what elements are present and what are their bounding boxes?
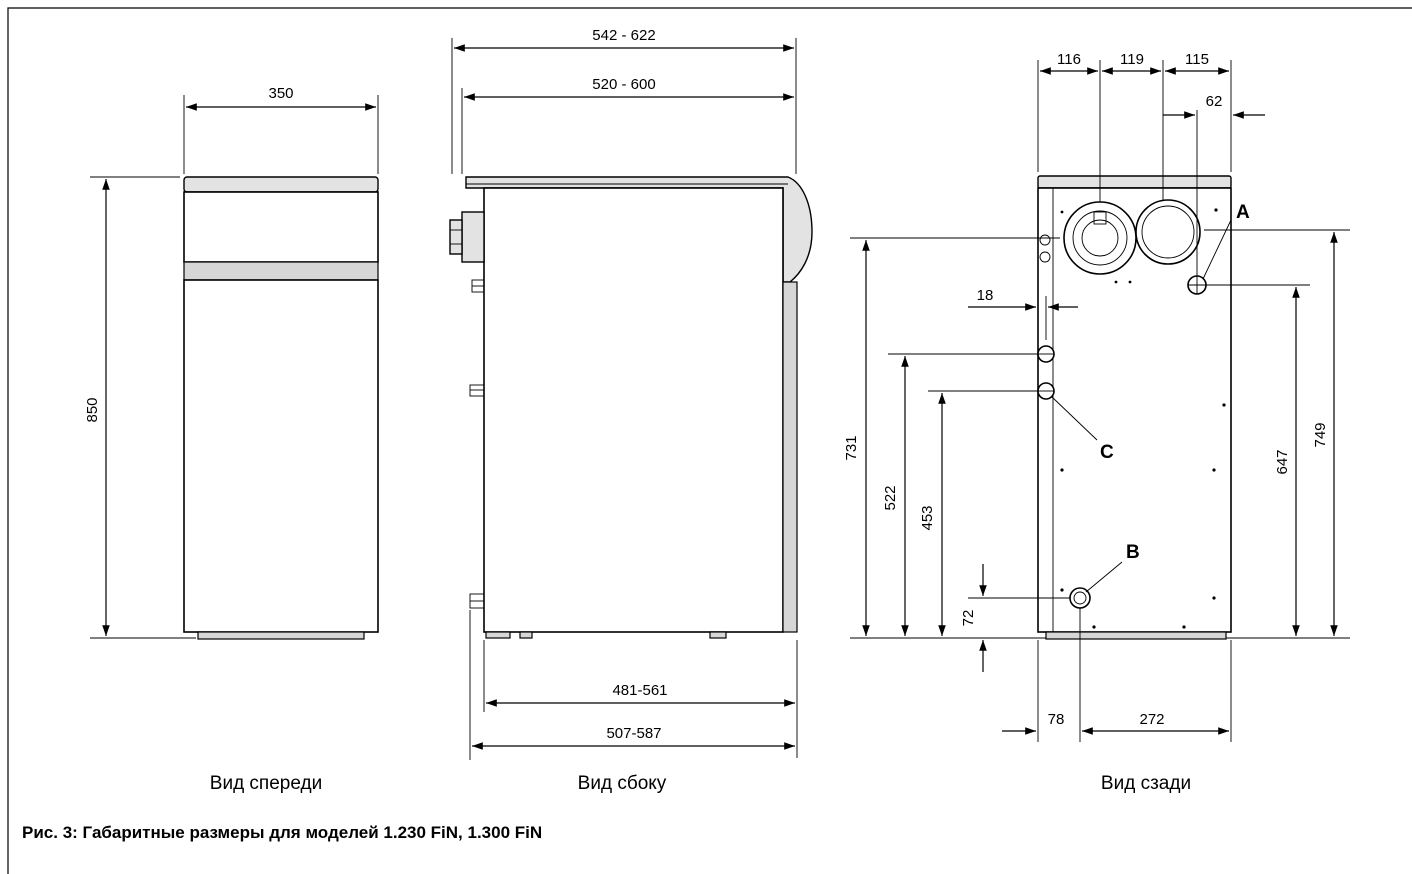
- marker-c: C: [1100, 442, 1114, 463]
- marker-b: B: [1126, 542, 1140, 563]
- dim-rear-522: 522: [882, 485, 899, 510]
- dim-rear-272: 272: [1139, 711, 1164, 728]
- dim-rear-18: 18: [977, 287, 994, 304]
- dim-rear-749: 749: [1312, 422, 1329, 447]
- dim-rear-731: 731: [843, 435, 860, 460]
- dim-rear-115: 115: [1185, 51, 1209, 68]
- figure-frame: [7, 7, 1412, 874]
- dim-side-bottom-inner: 481-561: [612, 682, 667, 699]
- dim-side-top-inner: 520 - 600: [592, 76, 655, 93]
- flue-outlet-right: [1135, 199, 1201, 265]
- dim-rear-647: 647: [1274, 449, 1291, 474]
- dim-side-bottom-outer: 507-587: [606, 725, 661, 742]
- rear-view: 116 119 115 62 18 731 522 453 72 647 749: [843, 51, 1350, 794]
- dim-rear-62: 62: [1206, 93, 1223, 110]
- dim-rear-72: 72: [960, 610, 977, 627]
- dim-side-top-outer: 542 - 622: [592, 27, 655, 44]
- front-view: 350 850 Вид спереди: [84, 85, 379, 794]
- label-front-view: Вид спереди: [210, 773, 322, 794]
- flue-outlet-left: [1063, 201, 1137, 275]
- dim-front-width: 350: [268, 85, 293, 102]
- dim-rear-453: 453: [919, 505, 936, 530]
- dim-rear-78: 78: [1048, 711, 1065, 728]
- label-side-view: Вид сбоку: [578, 773, 667, 794]
- dim-rear-119: 119: [1120, 51, 1144, 68]
- dim-rear-116: 116: [1057, 51, 1081, 68]
- label-rear-view: Вид сзади: [1101, 773, 1191, 794]
- side-view: 542 - 622 520 - 600 481-561 507-587 Вид …: [449, 27, 813, 794]
- dim-front-height: 850: [84, 397, 101, 422]
- marker-a: A: [1236, 202, 1250, 223]
- figure-caption: Рис. 3: Габаритные размеры для моделей 1…: [22, 823, 542, 842]
